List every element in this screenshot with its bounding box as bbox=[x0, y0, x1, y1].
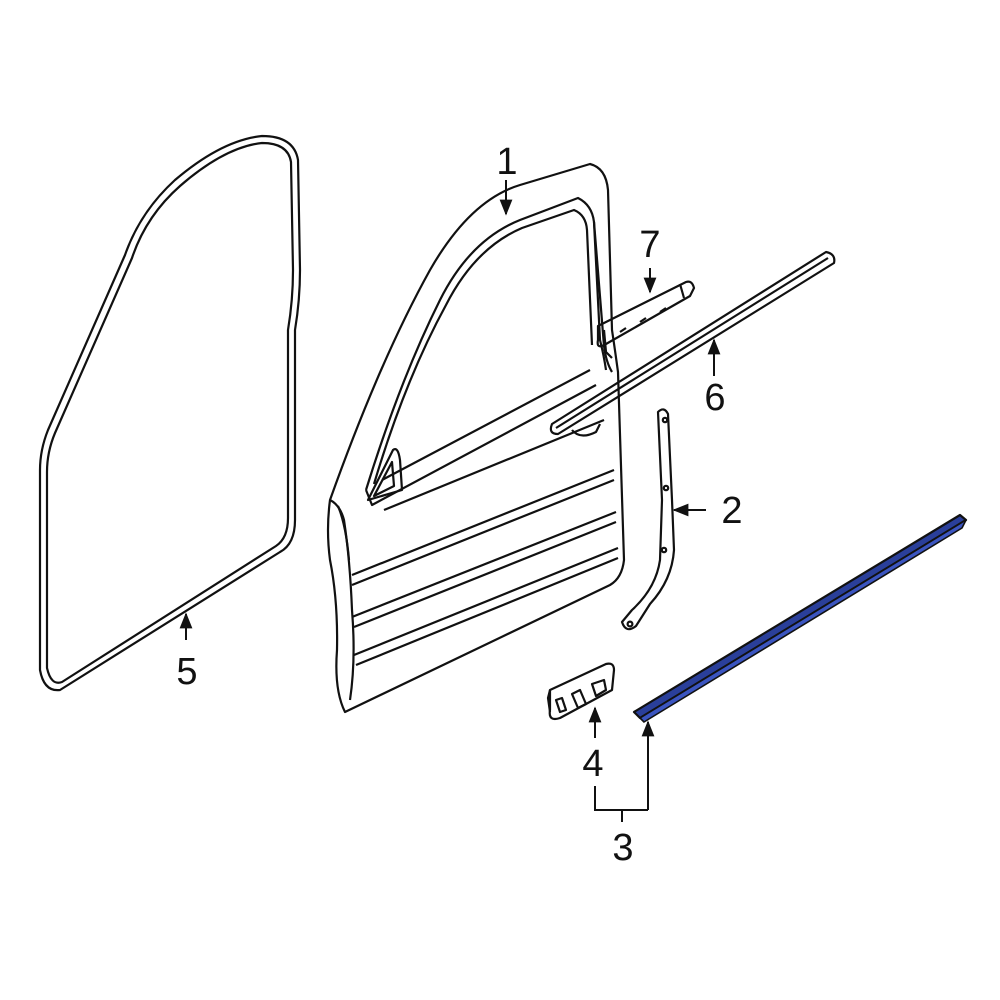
leader-lines bbox=[179, 180, 721, 822]
part-1-door-shell[interactable] bbox=[326, 162, 626, 714]
callout-1: 1 bbox=[496, 141, 517, 183]
part-5-weatherstrip[interactable] bbox=[38, 134, 302, 692]
callout-7: 7 bbox=[639, 224, 660, 266]
callout-3: 3 bbox=[612, 827, 633, 869]
callout-4: 4 bbox=[582, 743, 603, 785]
callout-2: 2 bbox=[721, 490, 742, 532]
part-6-belt-molding[interactable] bbox=[549, 250, 836, 436]
part-3-rocker-molding[interactable] bbox=[632, 513, 968, 723]
part-2-reinforcement-strip[interactable] bbox=[620, 408, 676, 631]
callout-5: 5 bbox=[176, 651, 197, 693]
part-4-clip[interactable] bbox=[546, 662, 616, 721]
callout-6: 6 bbox=[704, 377, 725, 419]
part-7-trim-bracket[interactable] bbox=[596, 280, 696, 359]
callout-labels: 1 7 6 2 5 4 3 bbox=[176, 141, 742, 869]
